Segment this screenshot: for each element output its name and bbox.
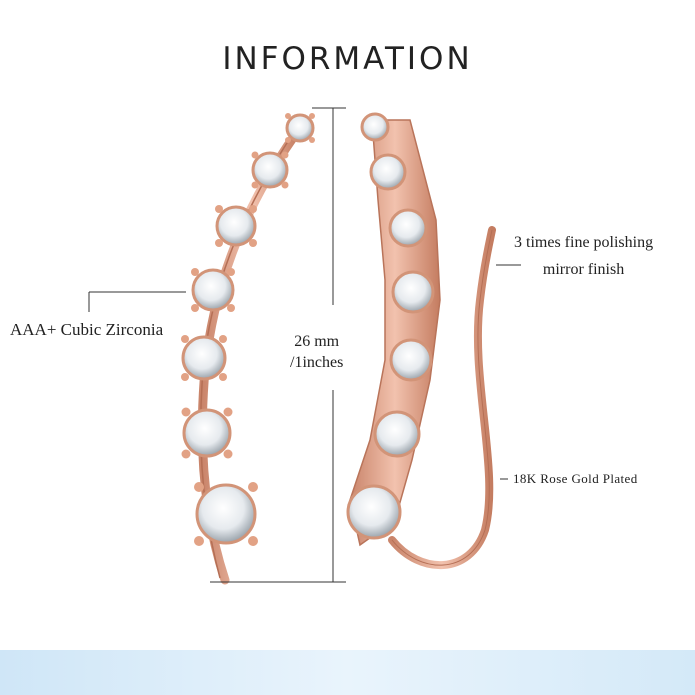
cubic-zirconia-label: AAA+ Cubic Zirconia (10, 320, 164, 339)
dimension-lines (88, 107, 521, 583)
page-title: INFORMATION (222, 40, 473, 77)
polish-line-1: 3 times fine polishing (514, 234, 654, 251)
polish-label: 3 times fine polishing mirror finish (514, 229, 653, 283)
polish-line-2: mirror finish (542, 261, 625, 278)
left-earring-icon (181, 113, 315, 585)
size-label: 26 mm /1inches (290, 331, 343, 373)
plating-label: 18K Rose Gold Plated (513, 471, 638, 486)
background-band (0, 650, 695, 695)
right-earring-icon (346, 112, 496, 569)
size-mm: 26 mm (294, 333, 340, 350)
size-inches: /1inches (290, 354, 344, 371)
